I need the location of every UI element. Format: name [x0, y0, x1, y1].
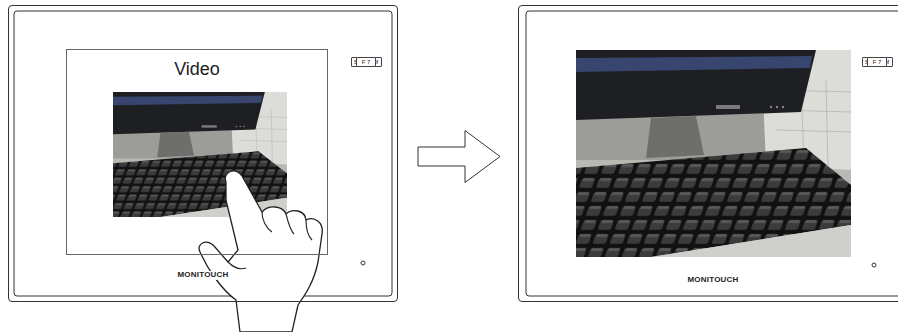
status-led	[361, 261, 365, 265]
key-label: F 7	[873, 59, 882, 65]
function-key: F 7	[867, 57, 887, 67]
finger-line	[262, 212, 272, 232]
video-image	[576, 50, 851, 257]
hand-outline	[199, 171, 322, 332]
video-window: Video	[66, 49, 328, 255]
video-image	[113, 92, 287, 217]
finger-line	[306, 220, 312, 240]
status-led	[872, 263, 876, 267]
window-title: Video	[67, 59, 327, 81]
brand-label: MONITOUCH	[686, 276, 741, 285]
panel-bezel	[526, 11, 898, 296]
function-key: F 7	[356, 57, 376, 67]
finger-line	[286, 214, 294, 234]
touching-hand	[199, 171, 322, 332]
brand-label: MONITOUCH	[176, 271, 231, 280]
touch-panel: MONITOUCHVideoSYSTEMF 1F 2F 3F 4F 5F 6F …	[8, 5, 398, 302]
finger-line	[228, 262, 246, 269]
touch-panel: MONITOUCHSYSTEMF 1F 2F 3F 4F 5F 6F 7	[518, 5, 898, 302]
key-label: F 7	[362, 59, 371, 65]
transition-arrow	[418, 131, 500, 183]
